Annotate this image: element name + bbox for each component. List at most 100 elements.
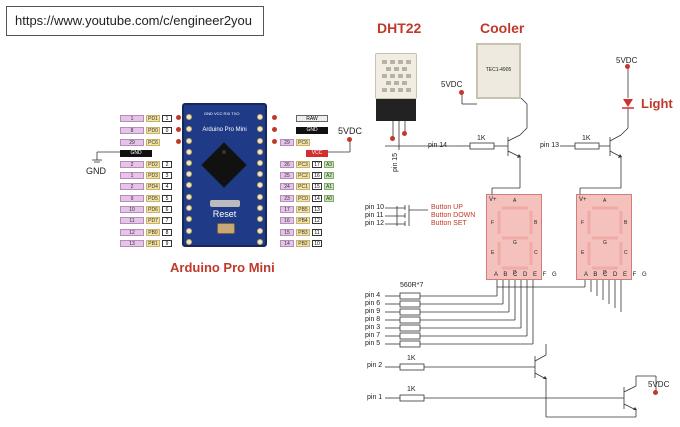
segment-pin-label: pin 7 — [365, 332, 381, 339]
board-hole — [186, 114, 192, 120]
pin-node — [272, 139, 277, 144]
board-hole — [257, 138, 263, 144]
right-pin-row: 14 PB2 10 — [280, 239, 322, 247]
button-down-label: Button DOWN — [431, 212, 476, 219]
seg-b-label: B — [624, 220, 628, 226]
reset-button[interactable] — [217, 223, 235, 234]
cooler-part-number: TEC1-4905 — [485, 67, 512, 73]
left-pin-row: 2 PD4 4 — [120, 182, 172, 190]
seg-f-label: F — [581, 220, 585, 226]
light-res-label: 1K — [582, 135, 591, 142]
vdc-board-node — [347, 137, 352, 142]
button-set-label: Button SET — [431, 220, 467, 227]
left-pin-row: 2 PD2 2 — [120, 160, 172, 168]
reset-label: Reset — [212, 209, 237, 219]
light-title: Light — [641, 96, 673, 111]
right-pin-row: 23 PC0 14 A0 — [280, 194, 334, 202]
seg-g-label: G — [513, 240, 517, 246]
digit2-res-label: 1K — [407, 386, 416, 393]
board-hole — [186, 138, 192, 144]
seg-e-label: E — [581, 250, 585, 256]
segment-pin-label: pin 9 — [365, 308, 381, 315]
seg-d-label: D — [513, 270, 517, 276]
left-pin-row: 12 PB0 8 — [120, 228, 172, 236]
pin-node — [176, 127, 181, 132]
vdc-cooler-label: 5VDC — [441, 80, 463, 89]
board-hole — [257, 160, 263, 166]
left-pin-row: 29 PC6 — [120, 138, 162, 146]
seg-f-label: F — [491, 220, 495, 226]
board-hole — [186, 239, 192, 245]
board-hole — [186, 171, 192, 177]
vdc-display-label: 5VDC — [648, 380, 670, 389]
right-pin-row: 17 PB5 13 — [280, 205, 322, 213]
cooler-pin-label: pin 14 — [428, 142, 448, 149]
board-title: Arduino Pro Mini — [170, 260, 275, 275]
dht-node-gnd — [402, 131, 407, 136]
mcu-chip-icon — [201, 142, 247, 188]
seg-a-label: A — [513, 198, 517, 204]
right-pin-row: 26 PC3 17 A3 — [280, 160, 334, 168]
board-hole — [257, 239, 263, 245]
left-pin-row: 1 PD3 3 — [120, 171, 172, 179]
digit2-pin-label: pin 1 — [367, 394, 383, 401]
seg-d-label: D — [603, 270, 607, 276]
sensor-grille-icon — [382, 60, 411, 92]
left-pin-row: 10 PD6 6 — [120, 205, 172, 213]
display1-pin-labels: A B C D E F G — [494, 272, 559, 278]
board-hole — [257, 228, 263, 234]
seg-a-label: A — [603, 198, 607, 204]
board-hole — [257, 205, 263, 211]
board-hole — [186, 216, 192, 222]
seg-c-label: C — [534, 250, 538, 256]
right-pin-vcc: VCC — [306, 149, 328, 157]
board-hole — [257, 149, 263, 155]
board-hole — [186, 126, 192, 132]
seg-e-label: E — [491, 250, 495, 256]
right-pin-gnd: GND — [296, 126, 328, 134]
board-name: Arduino Pro Mini — [202, 127, 247, 133]
seg-g-label: G — [603, 240, 607, 246]
dht-pin-label: pin 15 — [392, 152, 399, 172]
right-pin-raw: RAW — [296, 114, 328, 122]
seven-seg-display-2 — [576, 194, 632, 280]
button-up-pin: pin 10 — [365, 204, 385, 211]
pin-node — [272, 115, 277, 120]
board-hole — [186, 228, 192, 234]
display1-vplus: V+ — [489, 197, 497, 203]
segment-pin-label: pin 6 — [365, 300, 381, 307]
left-pin-row: 13 PB1 9 — [120, 239, 172, 247]
pin-node — [272, 127, 277, 132]
segment-pin-label: pin 4 — [365, 292, 381, 299]
left-pin-gnd: GND — [120, 149, 152, 157]
board-hole — [186, 182, 192, 188]
left-pin-row: 9 PD5 5 — [120, 194, 172, 202]
right-pin-row: 24 PC1 15 A1 — [280, 182, 334, 190]
button-up-label: Button UP — [431, 204, 463, 211]
board-top-pins: GND VCC RXI TXO — [204, 111, 240, 116]
board-hole — [257, 194, 263, 200]
light-pin-label: pin 13 — [540, 142, 560, 149]
led-light-icon — [623, 99, 633, 107]
cooler-res-label: 1K — [477, 135, 486, 142]
left-pin-row: 11 PD7 7 — [120, 216, 172, 224]
gnd-label: GND — [86, 166, 106, 176]
display2-vplus: V+ — [579, 197, 587, 203]
vdc-board-label: 5VDC — [338, 126, 363, 136]
left-pin-row: 1 PD1 1 — [120, 114, 172, 122]
cooler-title: Cooler — [480, 20, 525, 36]
board-hole — [257, 216, 263, 222]
segment-pin-label: pin 8 — [365, 316, 381, 323]
pin-node — [176, 139, 181, 144]
segment-pin-label: pin 3 — [365, 324, 381, 331]
dht22-sensor — [375, 53, 417, 99]
segment-pin-label: pin 5 — [365, 340, 381, 347]
dht22-module-board — [376, 99, 416, 121]
cooler-peltier: TEC1-4905 — [476, 43, 521, 99]
channel-url[interactable]: https://www.youtube.com/c/engineer2you — [6, 6, 264, 36]
segment-resistor-label: 560R*7 — [400, 282, 424, 289]
right-pin-row: 15 PB3 11 — [280, 228, 322, 236]
board-hole — [257, 171, 263, 177]
board-hole — [257, 182, 263, 188]
vdc-cooler-node — [459, 90, 464, 95]
